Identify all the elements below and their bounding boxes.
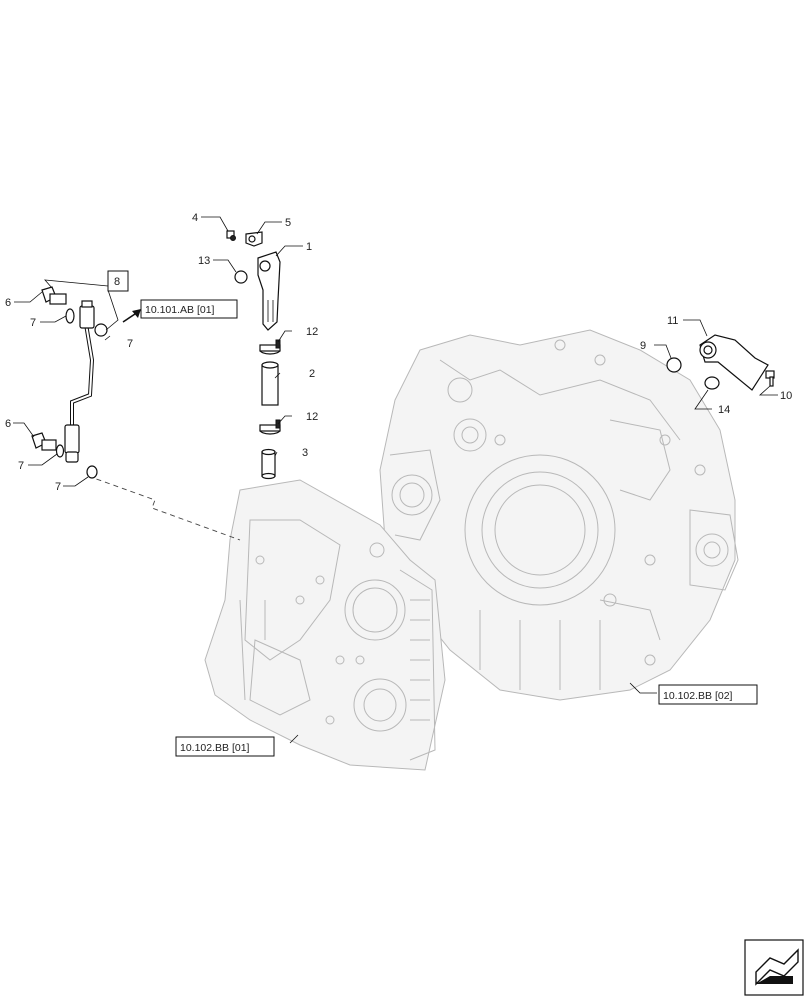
callout-2: 2 [309,368,315,380]
callout-7-upper-right: 7 [127,338,133,350]
callout-12-upper: 12 [306,326,318,338]
next-page-arrow-icon[interactable] [744,939,804,996]
callout-8-box: 8 [107,270,129,292]
reference-10-101-ab-label: 10.101.AB [01] [145,304,215,316]
callout-8: 8 [114,276,120,288]
screw-item-4 [226,230,236,241]
o-ring-item-13 [234,270,248,284]
screw-item-10 [765,370,775,387]
elbow-item-11 [699,334,769,391]
callout-6-lower: 6 [5,418,11,430]
sealing-washer [86,465,98,479]
banjo-bolt-lower [31,432,57,451]
reference-10-102-bb-02-label: 10.102.BB [02] [663,690,733,702]
banjo-bolt-upper [41,286,67,305]
seal-item-9 [666,357,682,373]
sealing-washer [55,444,65,458]
plug-item-14 [704,376,720,390]
callout-1: 1 [306,241,312,253]
tube-item-3 [261,448,276,480]
leader-lines [13,216,778,744]
reference-arrow [122,309,141,323]
callout-13: 13 [198,255,210,267]
assembly-dashed-line [87,475,241,541]
callout-9: 9 [640,340,646,352]
callout-7-lower-left: 7 [18,460,24,472]
callout-10: 10 [780,390,792,402]
reference-10-102-bb-02[interactable]: 10.102.BB [02] [658,684,758,705]
timing-case-ghost [204,479,446,771]
oil-pipe-assembly [31,286,108,479]
callout-3: 3 [302,447,308,459]
sealing-washer [65,308,75,324]
callout-11: 11 [667,315,678,327]
callout-12-lower: 12 [306,411,318,423]
reference-10-102-bb-01[interactable]: 10.102.BB [01] [175,736,275,757]
hose-item-2 [261,361,279,406]
sealing-washer [94,323,108,337]
flywheel-housing-ghost [379,329,739,701]
callout-labels: 4 5 1 13 12 2 12 3 6 7 7 6 7 7 11 9 10 1… [5,212,792,493]
callout-14: 14 [718,404,730,416]
elbow-assembly [666,334,775,391]
hose-clamp-upper [259,339,281,355]
callout-7-lower-right: 7 [55,481,61,493]
reference-10-101-ab[interactable]: 10.101.AB [01] [140,299,238,319]
breather-elbow-item-1 [257,251,281,331]
callout-6-upper: 6 [5,297,11,309]
hose-clamp-lower [259,419,281,435]
callout-5: 5 [285,217,291,229]
reference-10-102-bb-01-label: 10.102.BB [01] [180,742,250,754]
callout-4: 4 [192,212,198,224]
callout-7-upper-left: 7 [30,317,36,329]
breather-column [226,230,281,480]
